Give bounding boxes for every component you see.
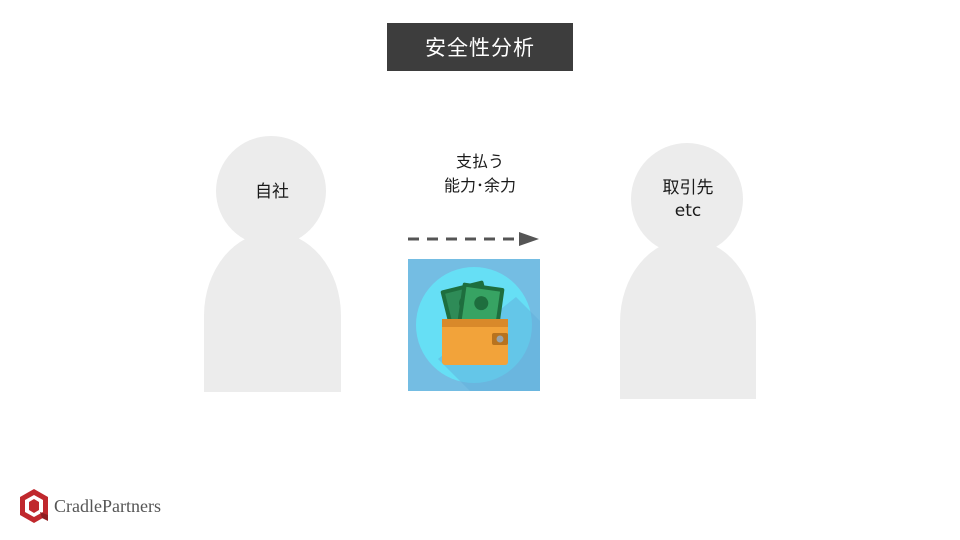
cradle-logo-icon — [20, 489, 48, 523]
dashed-arrow-icon — [408, 232, 539, 246]
right-party-label-line1: 取引先 — [662, 178, 714, 198]
left-party-label: 自社 — [255, 182, 289, 202]
right-party-body — [620, 239, 756, 399]
left-party-body — [204, 232, 341, 392]
wallet-cash-icon — [408, 259, 540, 391]
logo-text: CradlePartners — [54, 495, 161, 516]
payment-label-line2: 能力･余力 — [443, 176, 516, 195]
right-party-label: 取引先 etc — [646, 177, 730, 223]
payment-label-line1: 支払う — [455, 152, 504, 171]
right-party-head — [631, 143, 743, 255]
company-logo: CradlePartners — [18, 488, 161, 524]
left-party-head — [216, 136, 326, 246]
page-title: 安全性分析 — [387, 23, 573, 71]
left-party-silhouette — [204, 136, 341, 392]
right-party-silhouette — [620, 143, 756, 399]
right-party-label-line2: etc — [674, 201, 702, 221]
payment-label: 支払う 能力･余力 — [412, 150, 548, 198]
